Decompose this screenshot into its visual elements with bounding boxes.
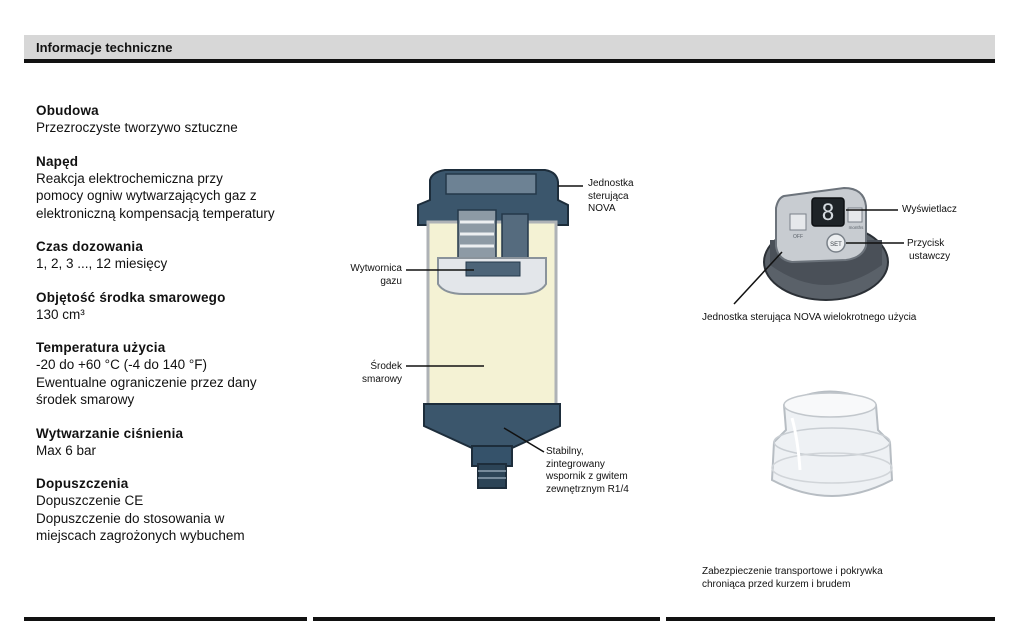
spec-title: Czas dozowania <box>36 239 144 254</box>
off-indicator <box>789 213 807 231</box>
spec-pressure: Wytwarzanie ciśnienia Max 6 bar <box>36 425 326 460</box>
section-header: Informacje techniczne <box>24 35 995 63</box>
spec-list: Obudowa Przezroczyste tworzywo sztuczne … <box>36 102 326 561</box>
spec-drive: Napęd Reakcja elektrochemiczna przy pomo… <box>36 153 326 223</box>
spec-title: Dopuszczenia <box>36 476 129 491</box>
spec-title: Obudowa <box>36 103 99 118</box>
footer-rule-right <box>666 617 995 621</box>
gas-cell <box>457 209 497 263</box>
set-button-label: SET <box>830 242 842 248</box>
spec-value: Ewentualne ograniczenie przez dany <box>36 374 257 390</box>
set-button[interactable] <box>826 233 846 253</box>
spec-value: Dopuszczenie do stosowania w <box>36 510 225 526</box>
off-label: OFF <box>793 234 803 240</box>
cover-caption: Zabezpieczenie transportowe i pokrywka c… <box>702 566 883 590</box>
spec-value: Dopuszczenie CE <box>36 493 144 508</box>
spec-value: Reakcja elektrochemiczna przy <box>36 170 223 186</box>
label-display: Wyświetlacz <box>902 204 957 215</box>
label-lubricant: Środek smarowy <box>361 361 402 385</box>
spec-lubricant-volume: Objętość środka smarowego 130 cm³ <box>36 289 326 324</box>
footer-rule-middle <box>313 617 660 621</box>
control-unit-caption: Jednostka sterująca NOVA wielokrotnego u… <box>702 312 917 323</box>
leader-mount <box>503 427 545 453</box>
spec-title: Objętość środka smarowego <box>36 289 226 305</box>
spec-temperature: Temperatura użycia -20 do +60 °C (-4 do … <box>36 339 326 409</box>
spec-dispensing-time: Czas dozowania 1, 2, 3 ..., 12 miesięcy <box>36 238 326 273</box>
months-indicator <box>847 207 863 223</box>
footer-rule-left <box>24 617 307 621</box>
label-control-unit: Jednostka sterująca NOVA <box>588 178 634 214</box>
spec-housing: Obudowa Przezroczyste tworzywo sztuczne <box>36 102 326 137</box>
display-digit: 8 <box>821 201 834 226</box>
leader-control-unit-body <box>733 251 783 305</box>
transparent-cover <box>770 390 894 497</box>
spec-value: środek smarowy <box>36 392 135 407</box>
spec-title: Temperatura użycia <box>36 340 166 355</box>
spec-value: elektroniczną kompensacją temperatury <box>36 205 275 221</box>
label-mount: Stabilny, zintegrowany wspornik z gwitem… <box>546 446 629 495</box>
display-screen <box>811 197 845 227</box>
spec-value: Przezroczyste tworzywo sztuczne <box>36 120 238 135</box>
label-set-button: Przycisk ustawczy <box>907 238 951 262</box>
spec-value: pomocy ogniw wytwarzających gaz z <box>36 188 257 203</box>
spec-title: Napęd <box>36 153 79 169</box>
spec-value: 130 cm³ <box>36 306 85 322</box>
spec-title: Wytwarzanie ciśnienia <box>36 425 184 441</box>
spec-value: Max 6 bar <box>36 442 97 458</box>
control-unit-electronics <box>445 173 537 195</box>
months-label: months <box>849 225 865 230</box>
label-gas-generator: Wytwornica gazu <box>350 263 402 287</box>
spec-value: -20 do +60 °C (-4 do 140 °F) <box>36 357 208 372</box>
section-title: Informacje techniczne <box>36 40 173 55</box>
spec-approvals: Dopuszczenia Dopuszczenie CE Dopuszczeni… <box>36 475 326 545</box>
spec-value: miejscach zagrożonych wybuchem <box>36 528 245 543</box>
spec-value: 1, 2, 3 ..., 12 miesięcy <box>36 256 168 271</box>
